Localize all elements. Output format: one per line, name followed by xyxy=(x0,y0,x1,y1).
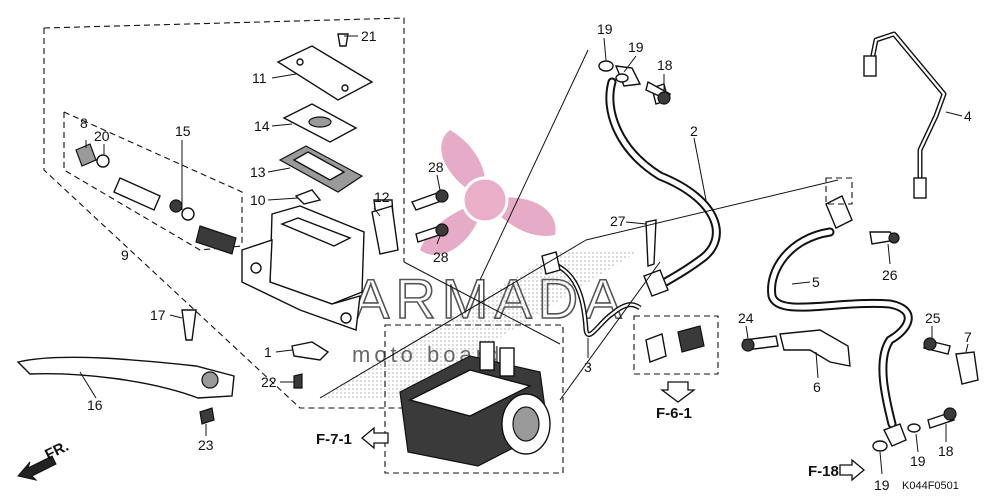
label-14: 14 xyxy=(254,118,270,134)
hose-5-fittings xyxy=(825,195,907,447)
lever-pivot-bolt xyxy=(181,309,197,341)
label-19-c: 19 xyxy=(874,477,890,493)
ref-f61-label: F-6-1 xyxy=(656,405,692,422)
part-labels: 21 11 14 13 10 8 20 15 9 12 28 28 17 1 2… xyxy=(80,21,972,493)
label-27: 27 xyxy=(610,213,626,229)
label-28-upper: 28 xyxy=(428,159,444,175)
leader-lines xyxy=(79,35,969,475)
brake-pipe-4 xyxy=(867,31,947,184)
reservoir-cap xyxy=(276,45,374,101)
label-15: 15 xyxy=(175,123,191,139)
joint-box xyxy=(633,315,719,375)
label-4: 4 xyxy=(964,108,972,124)
label-10: 10 xyxy=(250,192,266,208)
label-18-a: 18 xyxy=(657,57,673,73)
label-20: 20 xyxy=(94,128,110,144)
subgroup-frame-top xyxy=(63,111,243,246)
label-9: 9 xyxy=(121,247,129,263)
front-direction: FR. xyxy=(17,438,71,481)
label-6: 6 xyxy=(813,379,821,395)
master-cylinder xyxy=(241,199,395,331)
abs-box xyxy=(384,324,564,474)
subgroup-frame-bottom xyxy=(63,112,243,251)
label-8: 8 xyxy=(80,115,88,131)
group-frame-bottom xyxy=(43,28,404,409)
label-5: 5 xyxy=(812,274,820,290)
piston-kit xyxy=(75,143,237,255)
reservoir-cap-assembly xyxy=(276,33,374,205)
brake-switch xyxy=(291,341,330,361)
label-11: 11 xyxy=(252,70,267,86)
label-23: 23 xyxy=(198,437,214,453)
label-1: 1 xyxy=(264,344,272,360)
lever-nut xyxy=(199,407,215,425)
label-19-b: 19 xyxy=(628,39,644,55)
holder-and-bolts xyxy=(371,189,449,255)
screw xyxy=(337,33,349,47)
arrow-down-icon xyxy=(660,381,696,403)
bolt-27 xyxy=(645,219,657,267)
label-16: 16 xyxy=(87,397,103,413)
brake-lever xyxy=(16,309,330,425)
label-17: 17 xyxy=(150,307,166,323)
label-18-b: 18 xyxy=(938,443,954,459)
ref-f71-label: F-7-1 xyxy=(316,431,352,448)
label-28-lower: 28 xyxy=(433,249,449,265)
arrow-left-icon xyxy=(360,426,389,450)
label-25: 25 xyxy=(925,310,941,326)
abs-modulator xyxy=(399,341,551,467)
label-7: 7 xyxy=(964,329,972,345)
joint-parts xyxy=(645,219,705,363)
label-24: 24 xyxy=(738,310,754,326)
group-frame-top xyxy=(43,17,405,262)
label-3: 3 xyxy=(584,359,592,375)
label-19-a: 19 xyxy=(597,21,613,37)
ref-f18-label: F-18 xyxy=(808,463,839,480)
reference-f18[interactable]: F-18 xyxy=(808,458,866,482)
label-2: 2 xyxy=(690,123,698,139)
clip xyxy=(294,189,322,205)
reference-f61[interactable]: F-6-1 xyxy=(656,381,696,422)
front-arrow-icon xyxy=(17,455,57,481)
diagram-code: K044F0501 xyxy=(902,480,959,492)
label-19-d: 19 xyxy=(910,453,926,469)
label-13: 13 xyxy=(250,164,266,180)
reference-f71[interactable]: F-7-1 xyxy=(316,426,389,450)
arrow-right-icon xyxy=(839,458,866,482)
label-26: 26 xyxy=(882,267,898,283)
lower-parts xyxy=(615,73,979,452)
label-12: 12 xyxy=(374,189,390,205)
label-21: 21 xyxy=(361,28,377,44)
switch-screw xyxy=(293,373,303,389)
bracket xyxy=(779,329,851,367)
label-22: 22 xyxy=(261,374,277,390)
